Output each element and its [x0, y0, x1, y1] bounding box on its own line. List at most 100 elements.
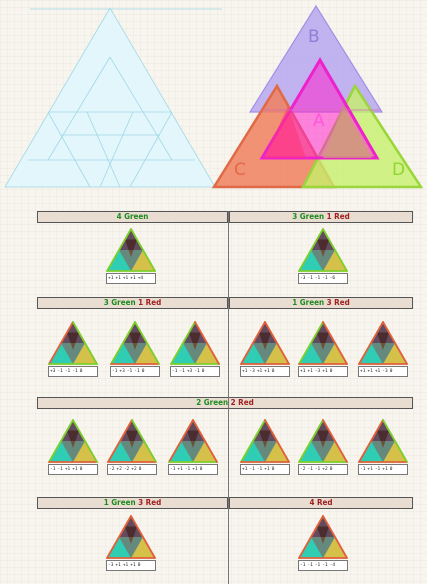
card-score-value: -1 — [57, 467, 63, 472]
card-edge-red — [264, 321, 290, 365]
card-region-left — [107, 250, 131, 271]
card-score-value: +1 — [322, 369, 328, 374]
card-score-value: -3 — [382, 369, 388, 374]
card-score-value: +1 — [192, 467, 198, 472]
card-region-middle — [311, 537, 335, 558]
card-score-value: -1 — [170, 467, 176, 472]
card-region-left — [299, 537, 323, 558]
card-score-value: -1 — [249, 467, 255, 472]
card-region-left — [108, 441, 132, 462]
card-score-value: +4 — [137, 276, 144, 281]
section-header-4-green: 4 Green — [37, 211, 228, 223]
card-region-center — [67, 332, 79, 350]
card-13 — [298, 419, 348, 463]
card-edge-red — [298, 515, 324, 559]
card-region-center — [187, 430, 199, 448]
card-score-value: -2 — [300, 467, 306, 472]
card-6 — [240, 321, 290, 365]
section-header-3-green-1-red: 3 Green 1 Red — [229, 211, 413, 223]
card-score-value: -3 — [249, 369, 255, 374]
section-header-4-red: 4 Red — [229, 497, 413, 509]
card-edge-red — [168, 419, 194, 463]
card-score-value: -1 — [179, 369, 185, 374]
card-score-value: 0 — [79, 369, 83, 374]
card-edge-green — [382, 419, 408, 463]
card-edge-green — [134, 321, 160, 365]
card-score-value: +1 — [242, 369, 248, 374]
overlap-ac — [264, 106, 306, 158]
section-header-1-green-3-red: 1 Green 3 Red — [229, 297, 413, 309]
card-edge-green — [48, 419, 74, 463]
card-score-strip: -1-1-1-1-4 — [298, 560, 348, 571]
card-score-value: +1 — [256, 369, 263, 374]
section-header-1-green-3-red-b: 1 Green 3 Red — [37, 497, 228, 509]
card-edge-red — [106, 515, 132, 559]
card-edge-green — [106, 228, 132, 272]
card-score-value: 0 — [201, 369, 205, 374]
card-region-left — [171, 343, 195, 364]
card-region-middle — [120, 441, 144, 462]
card-score-value: +1 — [115, 276, 121, 281]
card-edge-red — [322, 419, 348, 463]
card-score-value: -1 — [112, 369, 118, 374]
card-score-value: +1 — [122, 563, 129, 568]
card-score-value: 0 — [389, 369, 393, 374]
card-3 — [48, 321, 98, 365]
card-score-value: +1 — [367, 467, 373, 472]
card-region-left — [299, 343, 323, 364]
outer-triangle — [4, 7, 216, 188]
card-15 — [106, 515, 156, 559]
card-score-strip: -3-1-1-1-6 — [298, 273, 348, 284]
column-divider — [228, 211, 229, 584]
card-region-right — [383, 343, 407, 364]
card-score-value: +1 — [382, 467, 388, 472]
card-region-right — [323, 537, 347, 558]
card-score-value: -1 — [322, 563, 328, 568]
card-region-center — [259, 332, 271, 350]
card-region-right — [265, 441, 289, 462]
card-region-middle — [119, 250, 143, 271]
card-region-left — [241, 441, 265, 462]
card-12 — [240, 419, 290, 463]
card-region-left — [359, 343, 383, 364]
card-score-value: +2 — [131, 467, 137, 472]
card-region-middle — [181, 441, 205, 462]
card-score-value: -6 — [329, 276, 336, 281]
card-score-value: +1 — [367, 369, 373, 374]
card-score-value: +1 — [130, 563, 136, 568]
card-score-value: +1 — [242, 467, 248, 472]
card-region-middle — [183, 343, 207, 364]
card-score-value: +1 — [177, 467, 183, 472]
card-score-value: +1 — [300, 369, 306, 374]
card-score-value: -2 — [123, 467, 130, 472]
card-score-value: 0 — [137, 563, 141, 568]
card-score-value: -1 — [307, 467, 313, 472]
card-score-value: +1 — [374, 369, 381, 374]
card-score-value: +3 — [186, 369, 193, 374]
card-edge-green — [131, 419, 157, 463]
card-score-value: 0 — [329, 467, 333, 472]
card-region-center — [377, 332, 389, 350]
card-10 — [107, 419, 157, 463]
card-score-value: +1 — [264, 369, 270, 374]
card-edge-green — [298, 419, 324, 463]
card-score-value: -1 — [307, 276, 313, 281]
card-score-value: -1 — [194, 369, 200, 374]
card-4 — [110, 321, 160, 365]
card-score-value: -1 — [172, 369, 178, 374]
card-score-value: +1 — [115, 563, 121, 568]
card-region-right — [73, 343, 97, 364]
card-region-middle — [253, 441, 277, 462]
card-edge-green — [72, 419, 98, 463]
section-header-3-green-1-red-b: 3 Green 1 Red — [37, 297, 228, 309]
card-edge-red — [130, 515, 156, 559]
card-region-right — [323, 343, 347, 364]
card-score-value: -1 — [300, 563, 306, 568]
